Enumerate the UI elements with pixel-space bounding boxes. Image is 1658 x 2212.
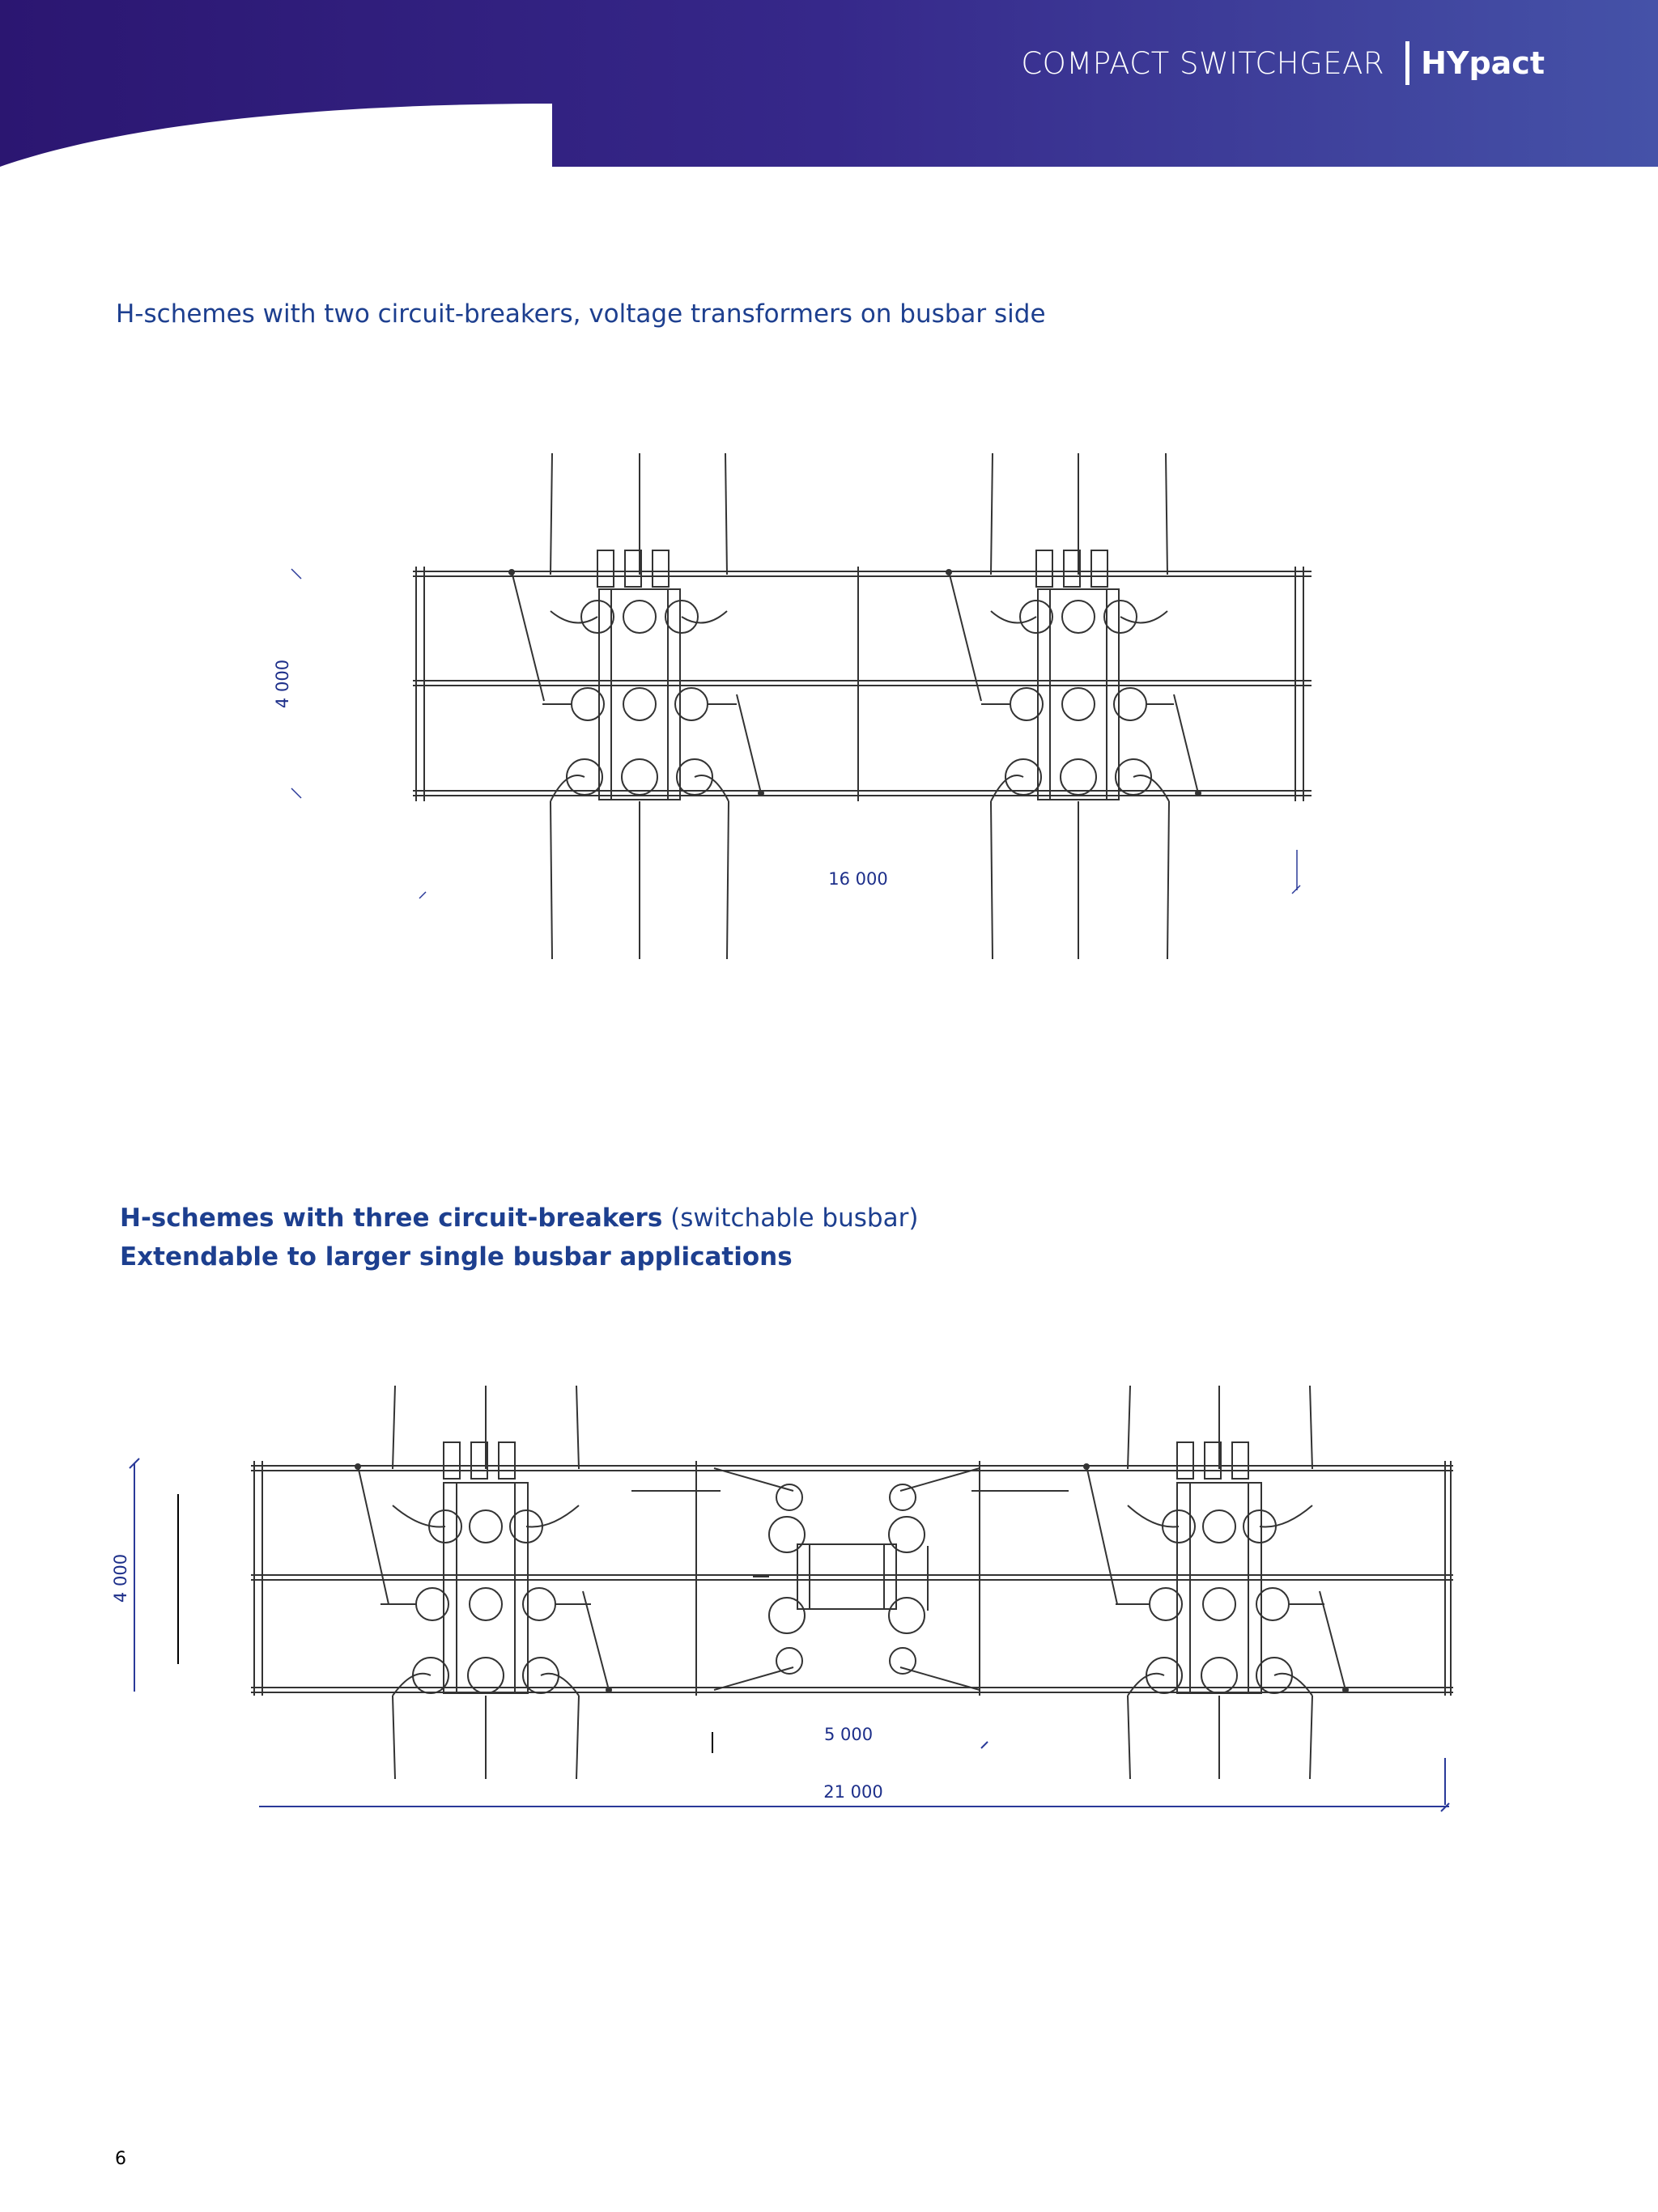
section2-title: H-schemes with three circuit-breakers (s… xyxy=(120,1199,918,1238)
section1-title: H-schemes with two circuit-breakers, vol… xyxy=(116,299,1046,329)
section2-title-normal: (switchable busbar) xyxy=(662,1204,919,1233)
section1-layout-drawing: 4 000 16 000 xyxy=(273,452,1312,960)
dim-horizontal-16000: 16 000 xyxy=(828,869,887,889)
header-band xyxy=(0,0,1658,170)
header-title: COMPACT SWITCHGEAR HYpact xyxy=(1021,41,1545,85)
section2-bay2-equipment xyxy=(1116,1441,1324,1696)
section2-bay1-equipment xyxy=(380,1441,591,1696)
page-number: 6 xyxy=(115,2149,126,2169)
header-brand: HYpact xyxy=(1421,45,1545,81)
header-separator xyxy=(1405,41,1410,85)
dim-vertical-4000: 4 000 xyxy=(273,660,292,708)
section2-title-bold: H-schemes with three circuit-breakers xyxy=(120,1204,663,1233)
header-left-title: COMPACT SWITCHGEAR xyxy=(1021,45,1385,81)
dim-gap-5000: 5 000 xyxy=(824,1725,873,1744)
dim-vertical-4000: 4 000 xyxy=(111,1554,130,1603)
page-header: COMPACT SWITCHGEAR HYpact xyxy=(0,0,1658,170)
bay2-equipment xyxy=(981,550,1174,802)
dim-total-21000: 21 000 xyxy=(823,1782,882,1802)
section2-layout-drawing: 4 000 5 000 21 000 xyxy=(111,1385,1453,1812)
section2-subtitle: Extendable to larger single busbar appli… xyxy=(120,1242,793,1272)
bus-coupler-equipment xyxy=(753,1484,929,1675)
bay1-equipment xyxy=(542,550,737,802)
